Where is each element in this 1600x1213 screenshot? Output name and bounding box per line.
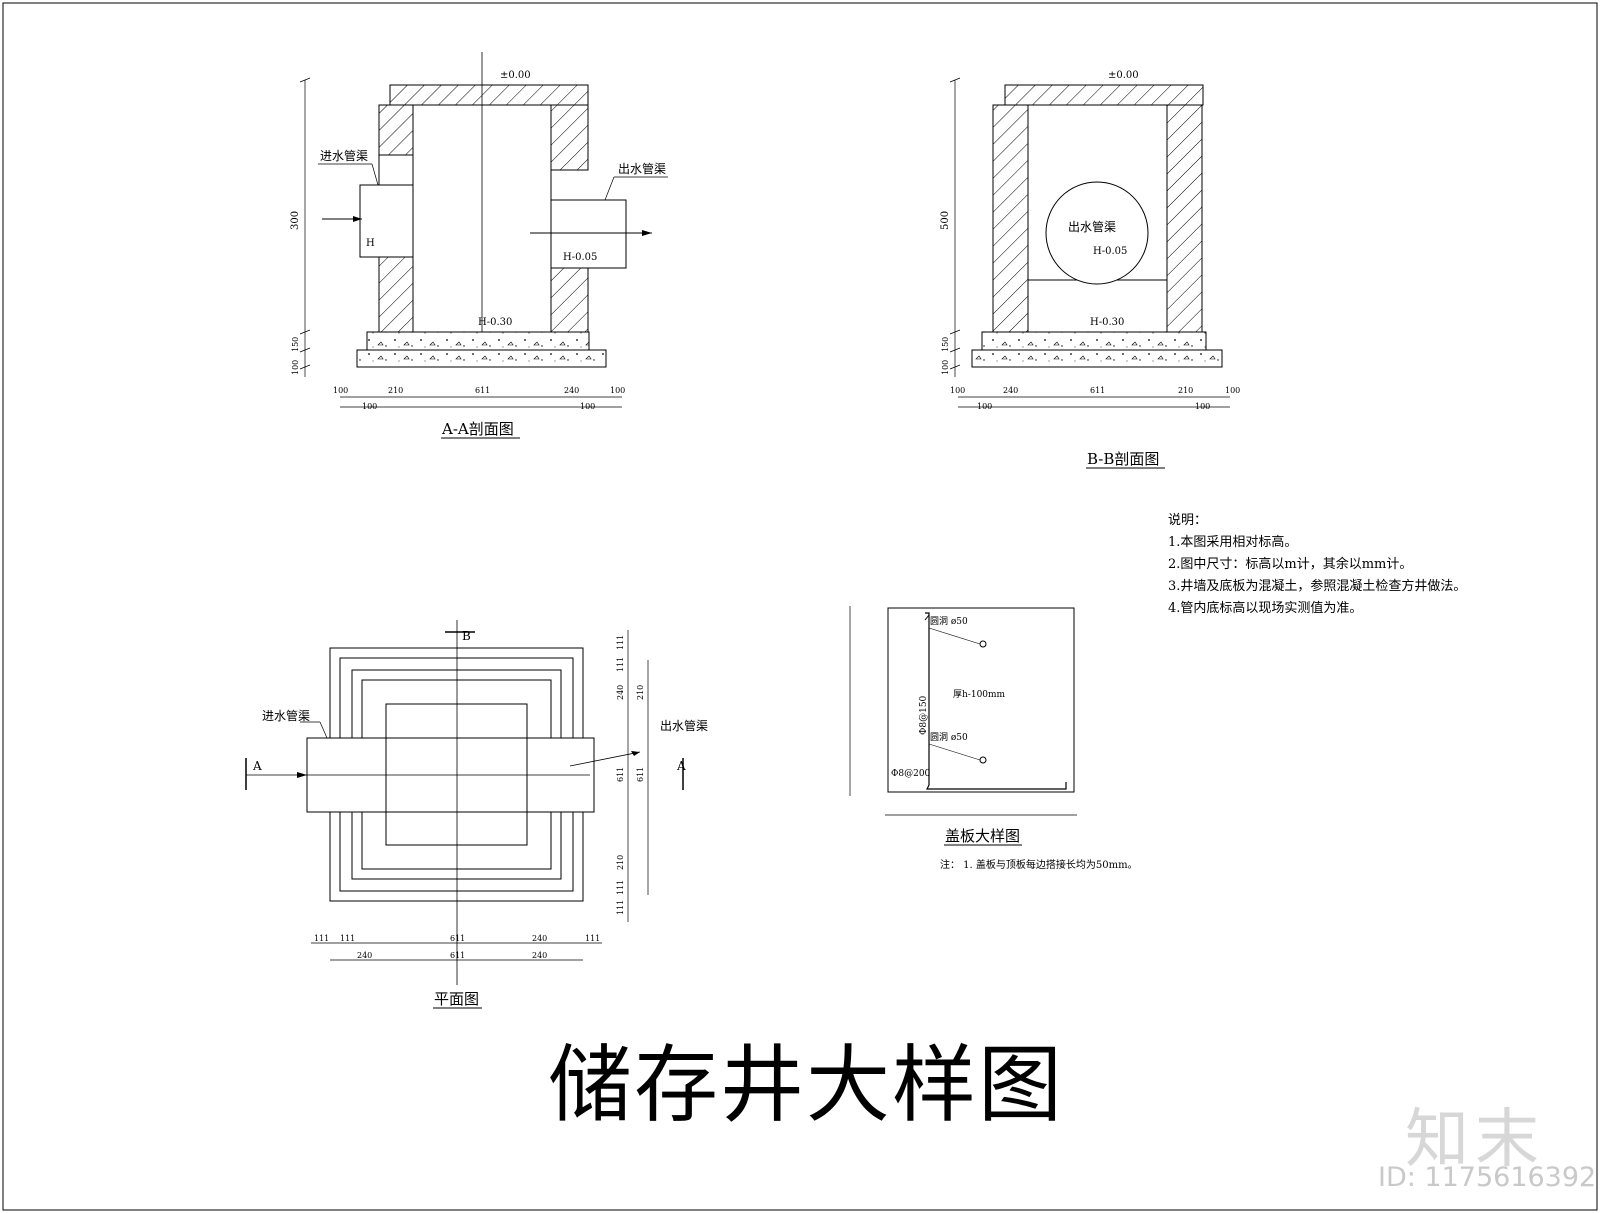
plan-mark-a-left: A: [252, 759, 262, 773]
bb-dim-b2: 611: [1090, 386, 1105, 395]
bb-dim-height: 500: [940, 211, 951, 230]
aa-inlet-pipe: [359, 184, 414, 258]
bb-dim-b4: 100: [1225, 386, 1240, 395]
notes-heading: 说明：: [1168, 513, 1208, 528]
plan-dim-bt4: 111: [585, 934, 600, 943]
aa-dim-base2: 100: [291, 360, 300, 375]
bb-elev-top: ±0.00: [1108, 70, 1139, 81]
aa-dim-b2: 611: [475, 386, 490, 395]
plan-dim-r5: 611: [636, 767, 645, 782]
aa-left-wall-lower: [378, 254, 414, 333]
aa-cushion: [356, 349, 607, 368]
aa-right-wall-lower: [550, 264, 589, 333]
bb-dim-base2: 100: [941, 360, 950, 375]
aa-inlet-label: 进水管渠: [320, 148, 368, 163]
aa-top-slab: [389, 84, 589, 106]
watermark-brand: 知末: [1405, 1103, 1545, 1177]
section-aa: ±0.00 进水管渠 出水管渠 H-0.05 H H-0.30 300 150 …: [290, 52, 668, 439]
bb-dim-b3: 210: [1178, 386, 1193, 395]
aa-base-slab: [366, 331, 590, 351]
plan-dim-r3: 210: [636, 685, 645, 700]
plan-dim-r7: 111: [616, 880, 625, 895]
aa-outlet-pipe: [550, 199, 627, 269]
bb-elev-outlet: H-0.05: [1093, 246, 1127, 257]
aa-dim-height: 300: [290, 211, 301, 230]
notes-item-2: 2.图中尺寸：标高以m计，其余以mm计。: [1168, 557, 1413, 572]
aa-elev-bottom: H-0.30: [478, 317, 512, 328]
cover-caption: 盖板大样图: [945, 827, 1020, 845]
notes-item-3: 3.井墙及底板为混凝土，参照混凝土检查方井做法。: [1168, 579, 1467, 594]
plan-caption: 平面图: [434, 990, 479, 1008]
bb-dim-c0: 100: [977, 402, 992, 411]
bb-elev-bottom: H-0.30: [1090, 317, 1124, 328]
notes-item-4: 4.管内底标高以现场实测值为准。: [1168, 601, 1363, 616]
bb-outlet-label: 出水管渠: [1068, 219, 1116, 234]
plan-outlet-label: 出水管渠: [660, 718, 708, 733]
plan-dim-r6: 210: [616, 855, 625, 870]
plan-dim-bt3: 240: [532, 934, 547, 943]
cover-thickness: 厚h-100mm: [953, 689, 1006, 700]
plan-mark-a-right: A: [676, 759, 686, 773]
plan-view: 进水管渠 出水管渠 A A B 平面图 111 111 240 210 611 …: [245, 620, 708, 1009]
plan-dim-r0: 111: [616, 635, 625, 650]
drawing-title: 储存井大样图: [548, 1036, 1065, 1134]
plan-mark-b: B: [462, 629, 471, 643]
plan-dim-bt0: 111: [314, 934, 329, 943]
plan-dim-bl1: 611: [450, 951, 465, 960]
aa-elev-outlet: H-0.05: [563, 252, 597, 263]
aa-outlet-label: 出水管渠: [618, 161, 666, 176]
cover-note: 注： 1. 盖板与顶板每边搭接长均为50mm。: [940, 858, 1138, 871]
aa-dim-b1: 210: [388, 386, 403, 395]
plan-dim-bl0: 240: [357, 951, 372, 960]
bb-right-wall: [1166, 104, 1203, 333]
bb-top-slab: [1004, 84, 1204, 106]
plan-dim-bt1: 111: [340, 934, 355, 943]
aa-elev-inlet: H: [366, 238, 375, 249]
notes-block: 说明： 1.本图采用相对标高。 2.图中尺寸：标高以m计，其余以mm计。 3.井…: [1168, 510, 1466, 620]
bb-outlet-pipe: [1045, 181, 1149, 285]
plan-dim-r4: 611: [616, 767, 625, 782]
aa-dim-c1: 100: [580, 402, 595, 411]
aa-right-wall-upper: [550, 104, 589, 171]
plan-dim-r1: 111: [616, 657, 625, 672]
cover-hole1: 圆洞 ø50: [930, 616, 968, 627]
bb-left-wall: [992, 104, 1029, 333]
plan-dim-r8: 111: [616, 900, 625, 915]
plan-dim-r2: 240: [616, 685, 625, 700]
bb-dim-b0: 100: [950, 386, 965, 395]
bb-cushion: [971, 349, 1223, 368]
watermark-id: ID: 1175616392: [1378, 1162, 1597, 1193]
notes-item-1: 1.本图采用相对标高。: [1168, 535, 1298, 550]
cover-plate: 圆洞 ø50 圆洞 ø50 厚h-100mm Φ8@150 Φ8@200 盖板大…: [849, 606, 1138, 871]
bb-base-slab: [981, 331, 1207, 351]
aa-dim-b3: 240: [564, 386, 579, 395]
aa-dim-base1: 150: [291, 337, 300, 352]
bb-caption: B-B剖面图: [1087, 450, 1159, 468]
aa-dim-b0: 100: [333, 386, 348, 395]
plan-dim-bl2: 240: [532, 951, 547, 960]
aa-dim-c0: 100: [362, 402, 377, 411]
bb-dim-b1: 240: [1003, 386, 1018, 395]
cover-rebar-h: Φ8@200: [891, 769, 931, 779]
plan-inlet-label: 进水管渠: [262, 708, 310, 723]
bb-dim-c1: 100: [1195, 402, 1210, 411]
plan-dim-bt2: 611: [450, 934, 465, 943]
aa-dim-b4: 100: [610, 386, 625, 395]
aa-left-wall-upper: [378, 104, 414, 156]
bb-dim-base1: 150: [941, 337, 950, 352]
cover-rebar-v: Φ8@150: [919, 695, 929, 735]
aa-elev-top: ±0.00: [500, 70, 531, 81]
section-bb: ±0.00 出水管渠 H-0.05 H-0.30 500 150 100 100…: [940, 70, 1240, 469]
cover-hole2: 圆洞 ø50: [930, 732, 968, 743]
aa-caption: A-A剖面图: [441, 420, 514, 438]
